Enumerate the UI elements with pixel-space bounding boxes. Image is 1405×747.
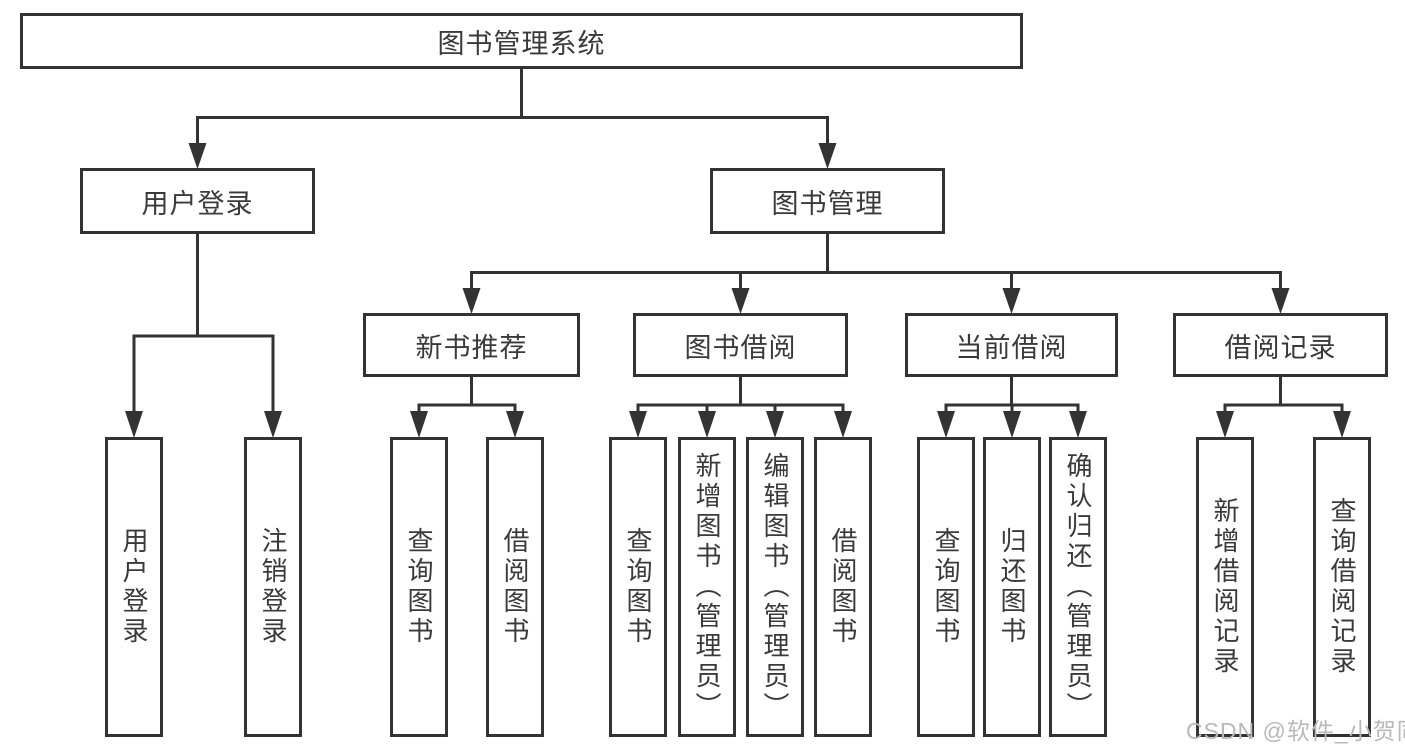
node-query-books-current-label: 查询图书 bbox=[931, 527, 961, 647]
node-user-login-leaf-label: 用户登录 bbox=[119, 527, 149, 647]
node-book-management: 图书管理 bbox=[710, 168, 945, 234]
node-edit-books-admin: 编辑图书（管理员） bbox=[746, 437, 804, 737]
node-root-system: 图书管理系统 bbox=[20, 13, 1023, 69]
node-query-books-current: 查询图书 bbox=[917, 437, 975, 737]
node-confirm-return-admin-label: 确认归还（管理员） bbox=[1063, 452, 1093, 722]
node-query-borrow-record-label: 查询借阅记录 bbox=[1327, 497, 1357, 677]
node-return-books-label: 归还图书 bbox=[997, 527, 1027, 647]
node-logout-leaf: 注销登录 bbox=[244, 437, 302, 737]
branch-root-to-level2 bbox=[188, 68, 837, 169]
node-query-books-recommend: 查询图书 bbox=[390, 437, 448, 737]
node-user-login-leaf: 用户登录 bbox=[105, 437, 163, 737]
node-book-borrow-label: 图书借阅 bbox=[684, 332, 797, 363]
node-query-books-borrow-label: 查询图书 bbox=[623, 527, 653, 647]
node-user-login-group-label: 用户登录 bbox=[141, 188, 254, 219]
node-edit-books-admin-label: 编辑图书（管理员） bbox=[760, 452, 790, 722]
node-query-borrow-record: 查询借阅记录 bbox=[1313, 437, 1371, 737]
node-add-books-admin: 新增图书（管理员） bbox=[678, 437, 736, 737]
node-book-management-label: 图书管理 bbox=[771, 188, 884, 219]
branch-user-login-children bbox=[125, 234, 282, 438]
node-borrow-records-label: 借阅记录 bbox=[1224, 332, 1337, 363]
node-borrow-books-leaf: 借阅图书 bbox=[814, 437, 872, 737]
node-book-borrow: 图书借阅 bbox=[633, 313, 848, 377]
node-query-books-borrow: 查询图书 bbox=[609, 437, 667, 737]
branch-new-book-recommend-children bbox=[410, 377, 524, 438]
node-new-book-recommend: 新书推荐 bbox=[363, 313, 580, 377]
node-logout-leaf-label: 注销登录 bbox=[258, 527, 288, 647]
node-add-books-admin-label: 新增图书（管理员） bbox=[692, 452, 722, 722]
node-new-book-recommend-label: 新书推荐 bbox=[415, 332, 528, 363]
node-root-system-label: 图书管理系统 bbox=[437, 28, 606, 59]
node-borrow-books-leaf-label: 借阅图书 bbox=[828, 527, 858, 647]
csdn-watermark: CSDN @软件_小贺同学 bbox=[1186, 718, 1405, 744]
branch-current-borrow-children bbox=[937, 377, 1087, 438]
node-return-books: 归还图书 bbox=[983, 437, 1041, 737]
node-current-borrow-label: 当前借阅 bbox=[955, 332, 1068, 363]
branch-borrow-records-children bbox=[1216, 377, 1351, 438]
node-current-borrow: 当前借阅 bbox=[905, 313, 1118, 377]
node-confirm-return-admin: 确认归还（管理员） bbox=[1049, 437, 1107, 737]
branch-book-management-children bbox=[462, 234, 1290, 314]
node-borrow-books-recommend: 借阅图书 bbox=[486, 437, 544, 737]
node-add-borrow-record: 新增借阅记录 bbox=[1196, 437, 1254, 737]
node-borrow-books-recommend-label: 借阅图书 bbox=[500, 527, 530, 647]
node-query-books-recommend-label: 查询图书 bbox=[404, 527, 434, 647]
node-user-login-group: 用户登录 bbox=[80, 168, 315, 234]
node-add-borrow-record-label: 新增借阅记录 bbox=[1210, 497, 1240, 677]
node-borrow-records: 借阅记录 bbox=[1173, 313, 1388, 377]
branch-book-borrow-children bbox=[629, 377, 852, 438]
